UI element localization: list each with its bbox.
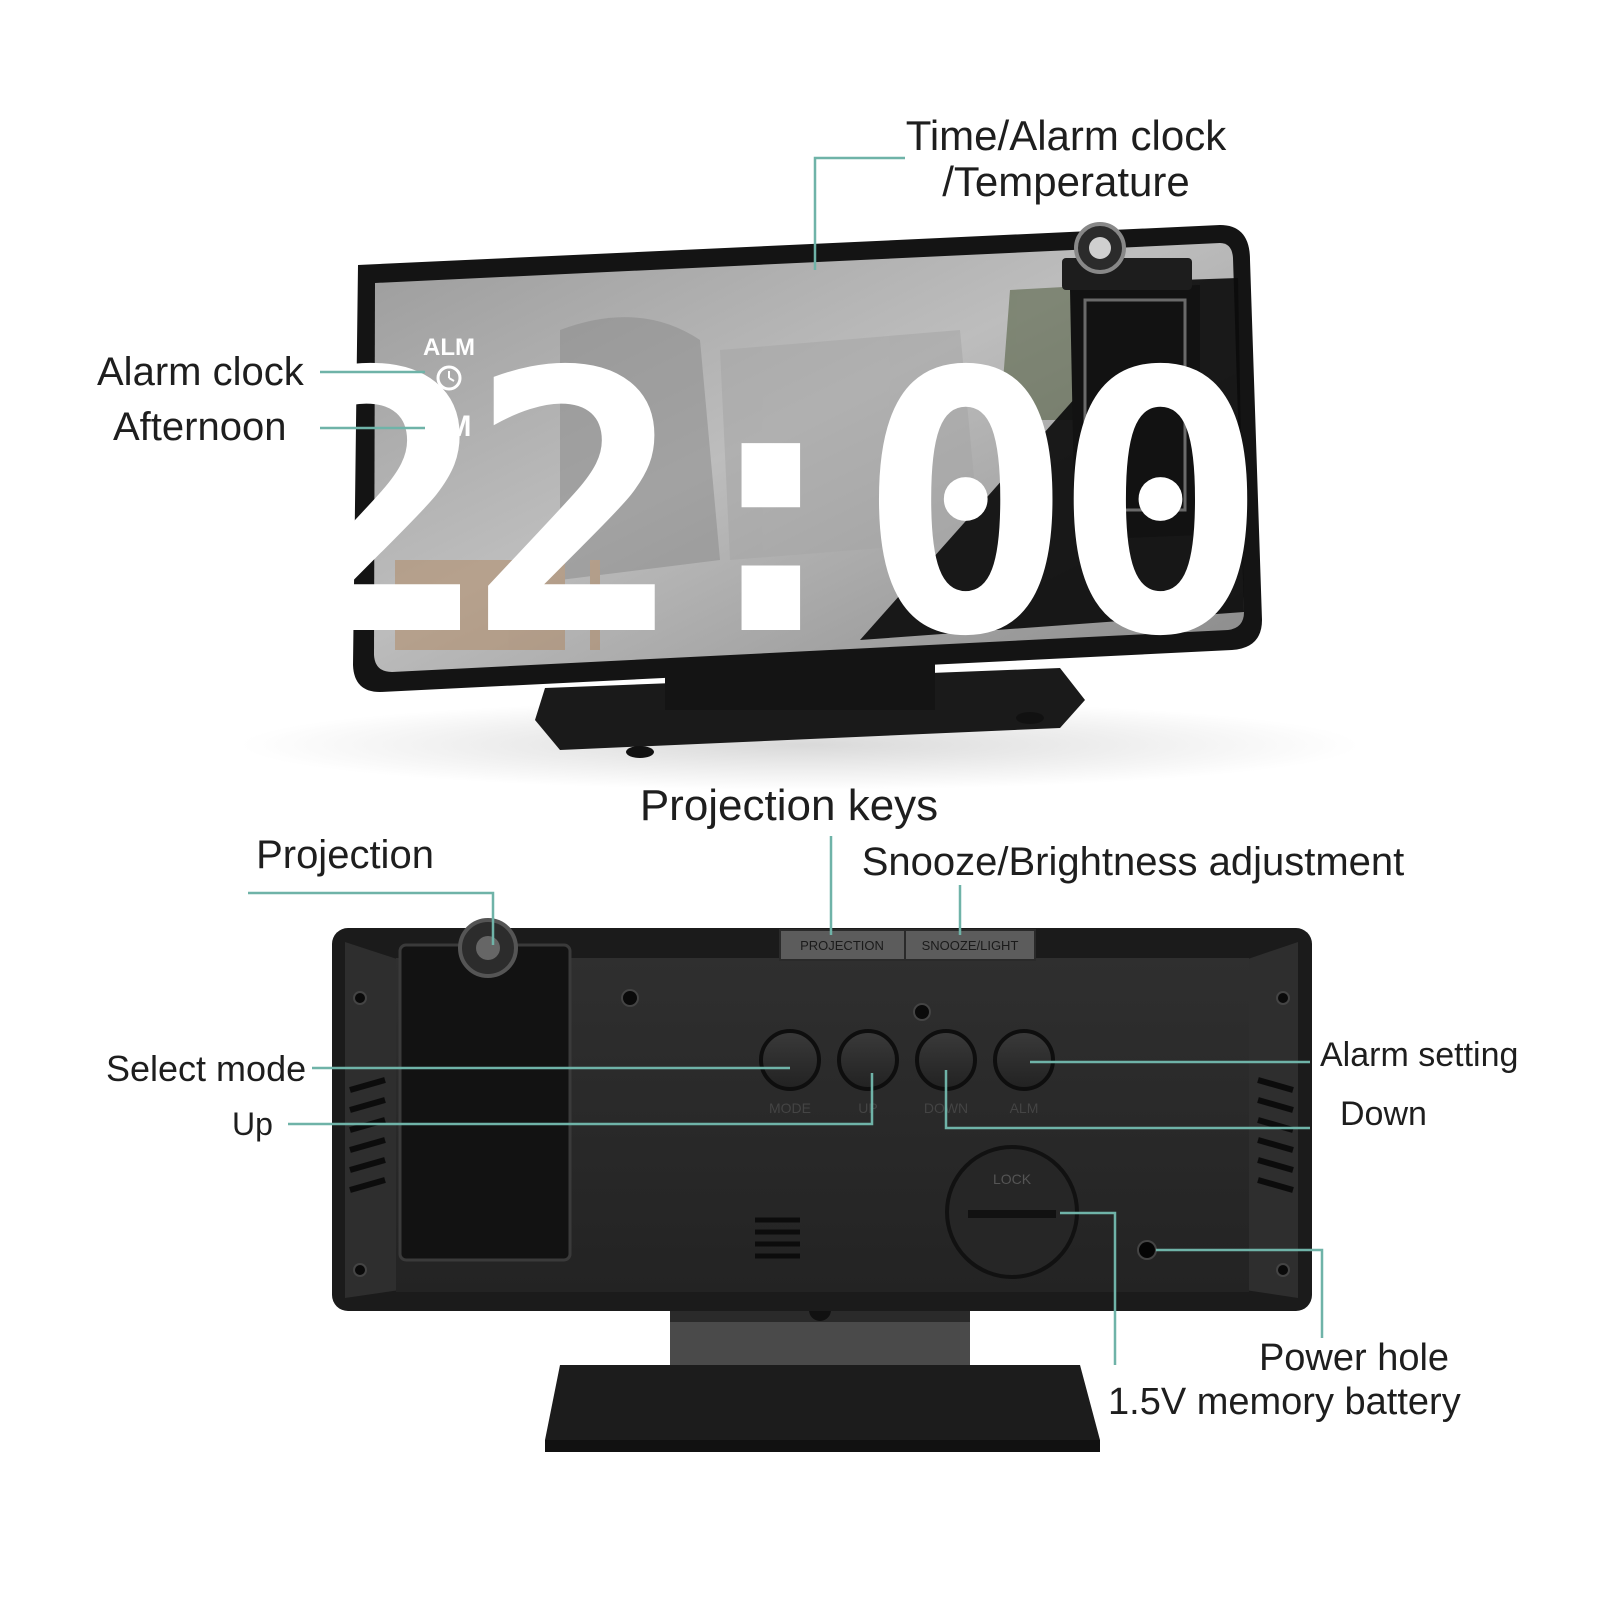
callout-alarm-setting: Alarm setting bbox=[1320, 1036, 1518, 1074]
callout-select-mode: Select mode bbox=[106, 1048, 306, 1089]
callout-snooze-brightness: Snooze/Brightness adjustment bbox=[862, 840, 1405, 884]
front-projector bbox=[1062, 222, 1200, 540]
callout-up: Up bbox=[232, 1106, 273, 1142]
callout-projection: Projection bbox=[256, 833, 434, 877]
back-button-up-label: UP bbox=[858, 1100, 877, 1116]
callout-time-alarm-temperature-line2: /Temperature bbox=[942, 158, 1189, 205]
front-shadow bbox=[240, 700, 1360, 790]
front-clock: 22:00 ALM PM bbox=[240, 222, 1360, 790]
callouts: Time/Alarm clock /Temperature Alarm cloc… bbox=[97, 112, 1518, 1423]
power-hole[interactable] bbox=[1137, 1240, 1157, 1260]
back-projector-column bbox=[398, 943, 572, 1262]
back-button-alm-label: ALM bbox=[1010, 1100, 1039, 1116]
callout-projection-keys: Projection keys bbox=[640, 781, 938, 830]
alm-indicator: ALM bbox=[423, 334, 475, 361]
top-key-projection[interactable]: PROJECTION bbox=[779, 929, 906, 961]
battery-cover[interactable]: LOCK bbox=[945, 1145, 1079, 1279]
front-time-display: 22:00 bbox=[273, 296, 1249, 715]
projector-lens-icon bbox=[458, 918, 518, 978]
screws bbox=[353, 989, 1290, 1277]
top-key-snooze-light-label: SNOOZE/LIGHT bbox=[922, 938, 1019, 953]
mirror-reflection bbox=[395, 285, 1100, 650]
leader-lines bbox=[248, 156, 1324, 1365]
back-button-alm[interactable]: ALM bbox=[993, 1029, 1055, 1116]
back-button-mode[interactable]: MODE bbox=[759, 1029, 821, 1116]
speaker-grille bbox=[755, 1217, 800, 1259]
battery-cover-label: LOCK bbox=[993, 1171, 1032, 1187]
side-vents bbox=[349, 1077, 1294, 1193]
top-key-snooze-light[interactable]: SNOOZE/LIGHT bbox=[904, 929, 1036, 961]
callout-time-alarm-temperature-line1: Time/Alarm clock bbox=[906, 112, 1227, 159]
callout-alarm-clock: Alarm clock bbox=[97, 350, 305, 394]
callout-power-hole: Power hole bbox=[1259, 1337, 1449, 1379]
back-button-up[interactable]: UP bbox=[837, 1029, 899, 1116]
back-button-mode-label: MODE bbox=[769, 1100, 811, 1116]
callout-down: Down bbox=[1340, 1095, 1427, 1133]
back-button-down[interactable]: DOWN bbox=[915, 1029, 977, 1116]
pm-indicator: PM bbox=[427, 410, 472, 443]
back-clock: PROJECTION SNOOZE/LIGHT MODE bbox=[332, 918, 1312, 1452]
top-key-projection-label: PROJECTION bbox=[800, 938, 884, 953]
callout-afternoon: Afternoon bbox=[113, 405, 286, 449]
back-stand bbox=[545, 1299, 1100, 1452]
callout-memory-battery: 1.5V memory battery bbox=[1108, 1381, 1461, 1423]
alarm-bell-icon bbox=[436, 365, 462, 391]
